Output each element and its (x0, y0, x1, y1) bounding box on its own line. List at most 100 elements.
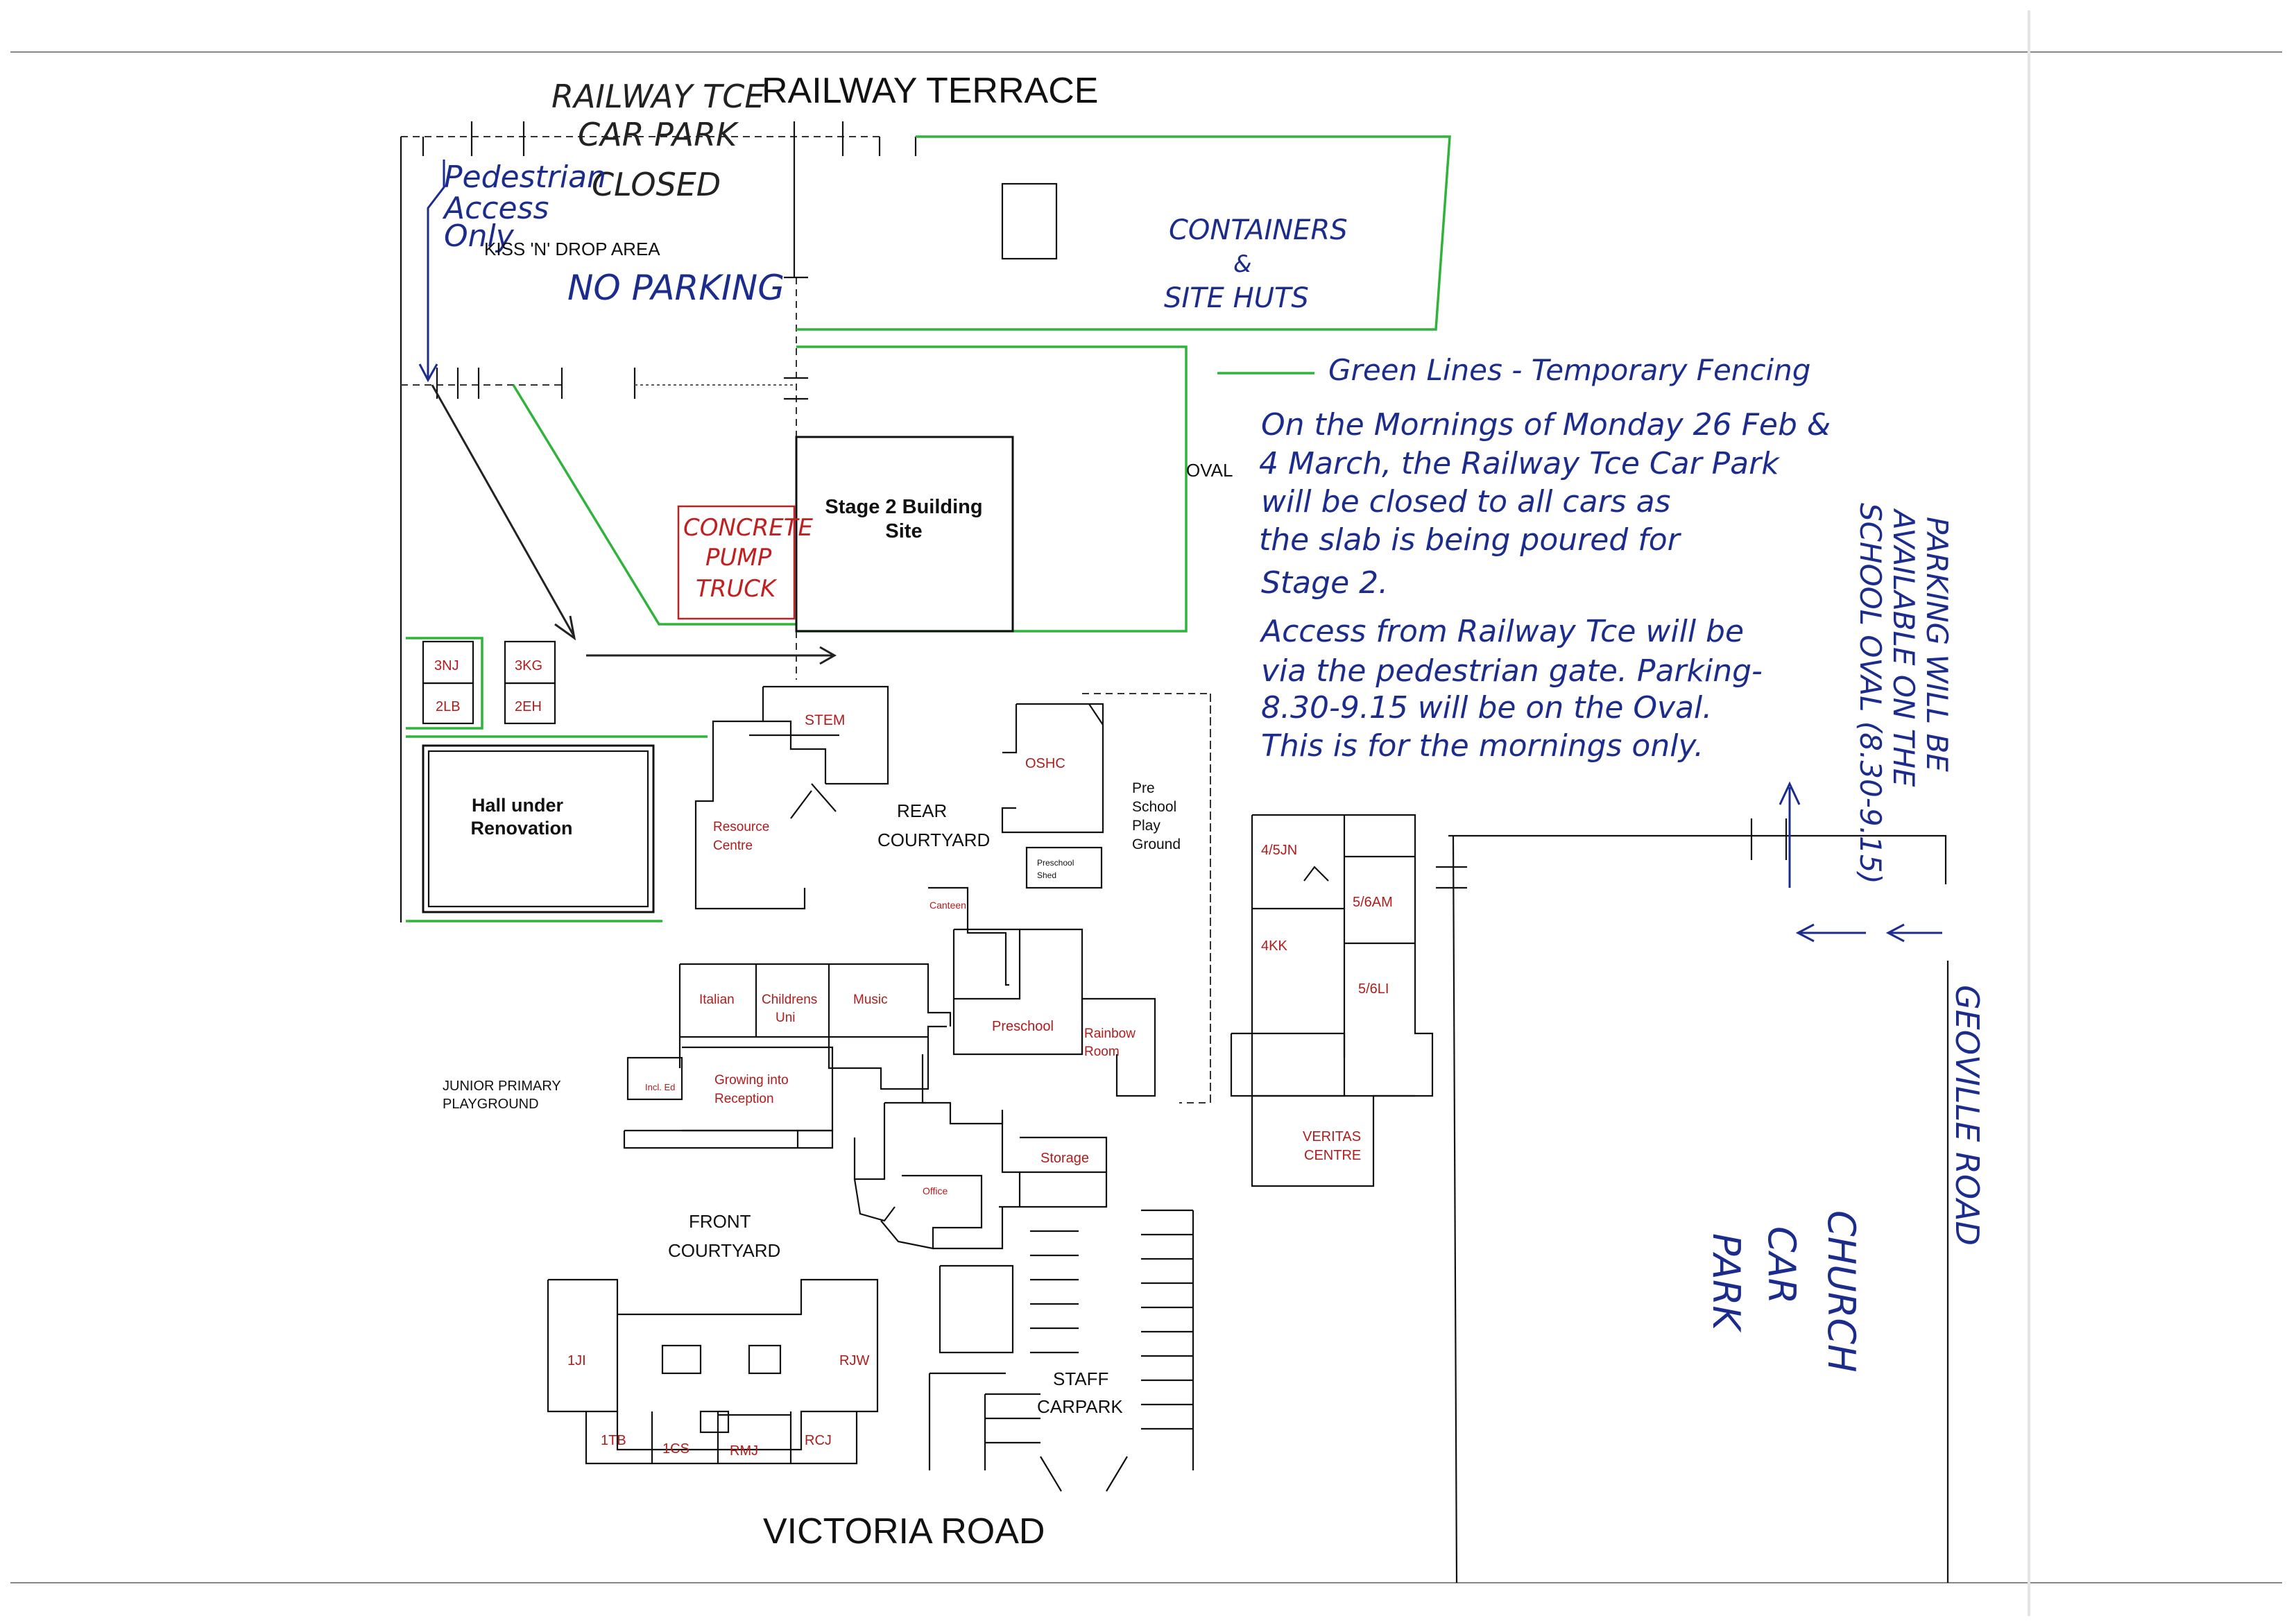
veritas-label-line1: VERITAS (1303, 1129, 1361, 1144)
room-childrens-uni-line1: Childrens (762, 993, 817, 1007)
closed-note: CLOSED (592, 166, 721, 203)
preschool-playground-line2: School (1132, 799, 1176, 815)
room-growing-line1: Growing into (714, 1073, 789, 1088)
room-childrens-uni-line2: Uni (776, 1011, 796, 1025)
notice-line: the slab is being poured for (1259, 522, 1682, 558)
room-rcj-label: RCJ (805, 1433, 832, 1448)
junior-classrooms (547, 1278, 879, 1465)
notice-line: via the pedestrian gate. Parking- (1261, 653, 1763, 689)
preschool-shed-line2: Shed (1037, 870, 1056, 880)
kiss-n-drop-label: KISS 'N' DROP AREA (484, 239, 660, 259)
room-preschool-label: Preschool (992, 1019, 1054, 1034)
staff-carpark-bays (928, 1209, 1194, 1492)
notice-line: will be closed to all cars as (1261, 484, 1670, 519)
fencing-legend: Green Lines - Temporary Fencing (1328, 353, 1810, 387)
room-1cs-label: 1CS (662, 1441, 689, 1457)
victoria-road-label: VICTORIA ROAD (763, 1511, 1045, 1552)
upper-primary-block (1230, 814, 1434, 1187)
oval-entry-arrow-head (1779, 781, 1801, 805)
room-rainbow-line2: Room (1084, 1045, 1120, 1059)
diagonal-arrow-head (554, 615, 576, 641)
oval-label: OVAL (1186, 460, 1233, 481)
hall-inner-wall (427, 750, 649, 908)
junior-playground-line1: JUNIOR PRIMARY (443, 1079, 561, 1094)
room-2eh-label: 2EH (515, 699, 542, 714)
church-car-park-boundary (1448, 834, 1947, 884)
concrete-note-line2: PUMP (705, 544, 772, 572)
notice-line: Stage 2. (1261, 565, 1388, 601)
veritas-label-line2: CENTRE (1304, 1148, 1361, 1163)
pedestrian-route-arrow (418, 363, 438, 383)
rear-courtyard-line1: REAR (897, 800, 947, 821)
pedestrian-note-line1: Pedestrian (444, 160, 606, 195)
hall-label-line1: Hall under (472, 795, 564, 816)
notice-line: Access from Railway Tce will be (1259, 614, 1744, 649)
room-2lb (422, 682, 474, 725)
church-note-line3: PARK (1704, 1233, 1748, 1332)
room-incl-ed-label: Incl. Ed (645, 1082, 675, 1092)
notice-line: This is for the mornings only. (1261, 728, 1704, 764)
room-storage-label: Storage (1040, 1151, 1089, 1166)
geoville-entry-arrow-head (1795, 923, 1815, 943)
room-rainbow-line1: Rainbow (1084, 1027, 1136, 1041)
room-oshc-label: OSHC (1025, 756, 1065, 771)
church-car-park-left-edge (1452, 835, 1458, 1583)
front-courtyard-line1: FRONT (689, 1211, 751, 1232)
geoville-road-label: GEOVILLE ROAD (1948, 985, 1986, 1246)
notice-line: 4 March, the Railway Tce Car Park (1259, 446, 1780, 481)
no-parking-note: NO PARKING (567, 268, 785, 308)
rear-courtyard-line2: COURTYARD (877, 830, 990, 850)
notice-text: On the Mornings of Monday 26 Feb & 4 Mar… (1259, 407, 1831, 764)
room-3nj-label: 3NJ (434, 658, 459, 673)
church-note-line1: CHURCH (1819, 1210, 1863, 1373)
railway-terrace-label: RAILWAY TERRACE (762, 71, 1098, 111)
hall-label-line2: Renovation (470, 818, 572, 839)
container-box (1001, 182, 1058, 260)
concrete-pump-box (677, 505, 796, 620)
room-italian-label: Italian (699, 993, 735, 1007)
pedestrian-route-line (427, 160, 445, 378)
room-1tb-label: 1TB (601, 1433, 626, 1448)
oval-parking-line3: SCHOOL OVAL (8.30-9.15) (1853, 503, 1887, 884)
room-56am-label: 5/6AM (1353, 895, 1393, 910)
room-1ji-label: 1JI (567, 1353, 586, 1368)
junior-playground-line2: PLAYGROUND (443, 1097, 539, 1112)
oval-parking-line1: PARKING WILL BE (1920, 517, 1954, 772)
car-park-note-line2: CAR PARK (578, 116, 739, 153)
room-rjw-label: RJW (839, 1353, 869, 1368)
oval-parking-line2: AVAILABLE ON THE (1887, 508, 1921, 787)
church-note-line2: CAR (1760, 1226, 1804, 1304)
preschool-playground-line1: Pre (1132, 780, 1155, 796)
room-canteen-label: Canteen (929, 900, 966, 911)
pedestrian-note-line2: Access (442, 191, 549, 226)
containers-note-line3: SITE HUTS (1164, 282, 1309, 314)
notice-line: On the Mornings of Monday 26 Feb & (1261, 407, 1831, 443)
stage2-building (795, 436, 1014, 633)
room-resource-label-line2: Centre (713, 839, 753, 853)
railway-tce-car-park-note: RAILWAY TCE (551, 78, 764, 115)
concrete-note-line3: TRUCK (696, 575, 778, 603)
geoville-entry-arrow-head (1885, 923, 1905, 943)
front-courtyard-line2: COURTYARD (668, 1240, 780, 1261)
staff-carpark-line2: CARPARK (1037, 1396, 1123, 1417)
central-buildings (623, 685, 1211, 1250)
preschool-playground-line4: Ground (1132, 836, 1181, 852)
room-2eh (504, 682, 556, 725)
hall-building (422, 744, 655, 913)
notice-line: 8.30-9.15 will be on the Oval. (1261, 690, 1712, 725)
stage2-label-line1: Stage 2 Building (825, 496, 982, 518)
room-music-label: Music (853, 993, 888, 1007)
room-2lb-label: 2LB (436, 699, 461, 714)
containers-note-line1: CONTAINERS (1169, 214, 1348, 246)
preschool-shed-line1: Preschool (1037, 858, 1074, 868)
room-growing-line2: Reception (714, 1092, 774, 1106)
room-resource-label-line1: Resource (713, 820, 769, 834)
containers-note-line2: & (1233, 250, 1252, 278)
room-3kg-label: 3KG (515, 658, 542, 673)
room-rmj-label: RMJ (730, 1443, 758, 1459)
room-45jn-label: 4/5JN (1261, 843, 1297, 858)
pedestrian-note-line3: Only (444, 218, 515, 254)
room-4kk-label: 4KK (1261, 938, 1287, 954)
oval-parking-note: PARKING WILL BE AVAILABLE ON THE SCHOOL … (1853, 503, 1954, 884)
